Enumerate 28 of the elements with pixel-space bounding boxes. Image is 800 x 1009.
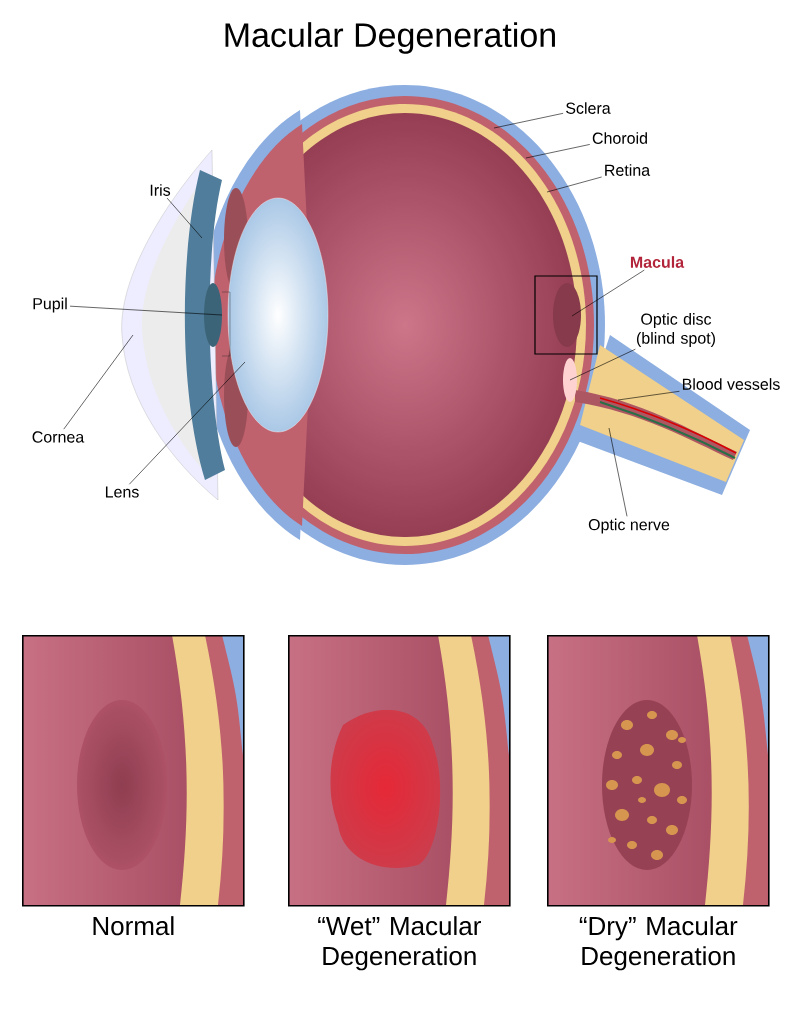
- macula-panel: “Wet” Macular Degeneration: [288, 635, 511, 971]
- part-label: Optic nerve: [588, 518, 670, 534]
- leader-line: [525, 144, 591, 159]
- macula-panel: “Dry” Macular Degeneration: [547, 635, 770, 971]
- part-label: Choroid: [592, 132, 647, 144]
- part-label: Cornea: [32, 431, 85, 443]
- part-label: Retina: [605, 164, 651, 176]
- part-label: Optic disc (blind spot): [636, 313, 715, 347]
- node-label: “Dry” Macular Degeneration: [579, 916, 738, 971]
- part-label: Pupil: [33, 297, 67, 313]
- part-label: Blood vessels: [682, 378, 780, 390]
- node-label: “Wet” Macular Degeneration: [318, 916, 481, 971]
- leader-line: [617, 391, 680, 401]
- title: Macular Degeneration: [225, 22, 555, 54]
- leader-line: [608, 427, 628, 517]
- macula-panel: Normal: [22, 635, 245, 936]
- leader-line: [571, 269, 645, 317]
- part-label: Iris: [150, 184, 171, 196]
- leader-line: [493, 113, 564, 129]
- leader-line: [546, 176, 602, 193]
- node-label: Normal: [93, 916, 174, 936]
- leader-line: [69, 305, 223, 316]
- part-label: Lens: [105, 486, 139, 498]
- leader-line: [63, 334, 134, 430]
- part-label: Macula: [630, 256, 685, 268]
- leader-line: [129, 361, 246, 485]
- part-label: Sclera: [566, 102, 611, 114]
- leader-line: [166, 197, 203, 239]
